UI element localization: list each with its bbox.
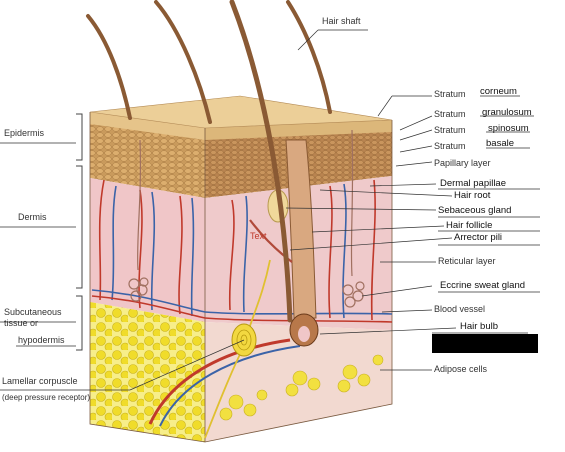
label-epidermis: Epidermis bbox=[4, 128, 45, 138]
leader-lines bbox=[0, 29, 540, 391]
label-eccrine-sweat-gland: Eccrine sweat gland bbox=[440, 280, 526, 291]
hair-shafts bbox=[86, 0, 332, 323]
label-tissue-or: tissue or bbox=[4, 318, 39, 328]
label-reticular-layer: Reticular layer bbox=[438, 256, 496, 266]
label-stratum-1: Stratum bbox=[434, 89, 466, 99]
dermis-front bbox=[90, 178, 205, 322]
epidermis-front bbox=[90, 116, 205, 198]
label-inner-text: Text bbox=[250, 231, 267, 241]
label-hypodermis: hypodermis bbox=[18, 335, 65, 345]
label-corneum: corneum bbox=[480, 86, 517, 97]
label-dermis: Dermis bbox=[18, 212, 47, 222]
label-stratum-3: Stratum bbox=[434, 125, 466, 135]
label-stratum-4: Stratum bbox=[434, 141, 466, 151]
stratum-corneum-side bbox=[205, 120, 392, 140]
label-dermal-papillae: Dermal papillae bbox=[440, 178, 507, 189]
label-adipose-cells: Adipose cells bbox=[434, 364, 488, 374]
label-spinosum: spinosum bbox=[488, 123, 529, 134]
label-basale: basale bbox=[486, 138, 514, 149]
label-lamellar-corpuscle: Lamellar corpuscle bbox=[2, 376, 78, 386]
label-hair-follicle: Hair follicle bbox=[446, 220, 493, 231]
redaction-box bbox=[432, 334, 538, 353]
stratum-corneum-front bbox=[90, 112, 205, 140]
label-papillary-layer: Papillary layer bbox=[434, 158, 491, 168]
label-blood-vessel: Blood vessel bbox=[434, 304, 486, 314]
label-arrector-pili: Arrector pili bbox=[454, 232, 503, 243]
label-granulosum: granulosum bbox=[482, 107, 532, 118]
label-subcutaneous: Subcutaneous bbox=[4, 307, 62, 317]
label-hair-bulb: Hair bulb bbox=[460, 321, 499, 332]
label-stratum-2: Stratum bbox=[434, 109, 466, 119]
label-lamellar-note: (deep pressure receptor) bbox=[2, 393, 91, 402]
hair-follicle-shape bbox=[249, 139, 319, 347]
front-face bbox=[90, 112, 205, 442]
hypodermis-front bbox=[90, 302, 205, 442]
blood-vessels bbox=[91, 179, 393, 427]
label-hair-shaft: Hair shaft bbox=[322, 16, 361, 26]
sweat-glands bbox=[128, 129, 365, 308]
label-hair-root: Hair root bbox=[454, 190, 491, 201]
layer-brackets bbox=[76, 113, 83, 351]
label-sebaceous-gland: Sebaceous gland bbox=[438, 205, 512, 216]
